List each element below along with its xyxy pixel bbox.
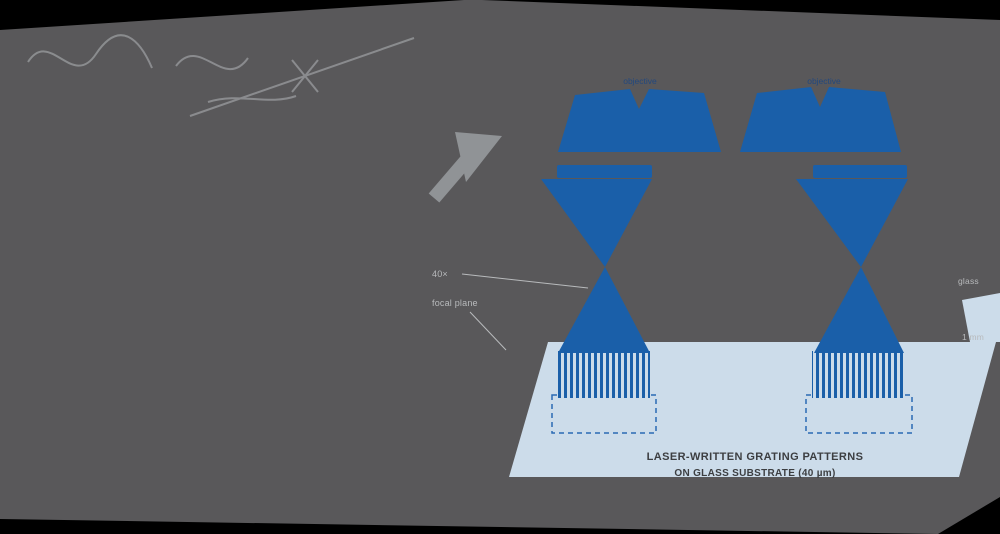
leader-line-bottom bbox=[469, 311, 507, 351]
left-note-top: 40× bbox=[432, 269, 448, 279]
sketch-x-mark bbox=[291, 59, 319, 93]
arrow-head bbox=[455, 132, 502, 182]
right-note-top: glass bbox=[958, 276, 979, 286]
dashed-region-left bbox=[551, 394, 657, 434]
caption-line-2: ON GLASS SUBSTRATE (40 µm) bbox=[674, 468, 835, 479]
grating-left bbox=[558, 351, 650, 398]
sketch-line bbox=[189, 37, 415, 117]
beam-left bbox=[541, 179, 652, 353]
beam-left-converging bbox=[541, 179, 652, 267]
leader-line-top bbox=[461, 273, 589, 289]
right-note-bottom: 1 mm bbox=[962, 332, 984, 342]
grating-right bbox=[812, 351, 904, 398]
beam-right-diverging bbox=[814, 267, 904, 353]
sketch-squiggle-1 bbox=[27, 34, 153, 69]
beam-right bbox=[796, 179, 908, 353]
caption-line-1: LASER-WRITTEN GRATING PATTERNS bbox=[647, 451, 864, 463]
beam-right-converging bbox=[796, 179, 908, 267]
beam-left-diverging bbox=[558, 267, 650, 353]
lens-right bbox=[740, 87, 901, 152]
aperture-bar-left bbox=[557, 165, 652, 178]
handwritten-sketch bbox=[27, 34, 415, 117]
arrow-icon bbox=[428, 132, 502, 203]
aperture-bar-right bbox=[813, 165, 907, 178]
lens-left bbox=[558, 89, 721, 152]
sketch-squiggle-3 bbox=[207, 95, 297, 103]
sketch-squiggle-2 bbox=[175, 54, 249, 71]
left-note-bottom: focal plane bbox=[432, 298, 478, 308]
lens-left-label: objective bbox=[623, 76, 657, 86]
glass-substrate-edge bbox=[962, 293, 1000, 342]
lens-right-label: objective bbox=[807, 76, 841, 86]
